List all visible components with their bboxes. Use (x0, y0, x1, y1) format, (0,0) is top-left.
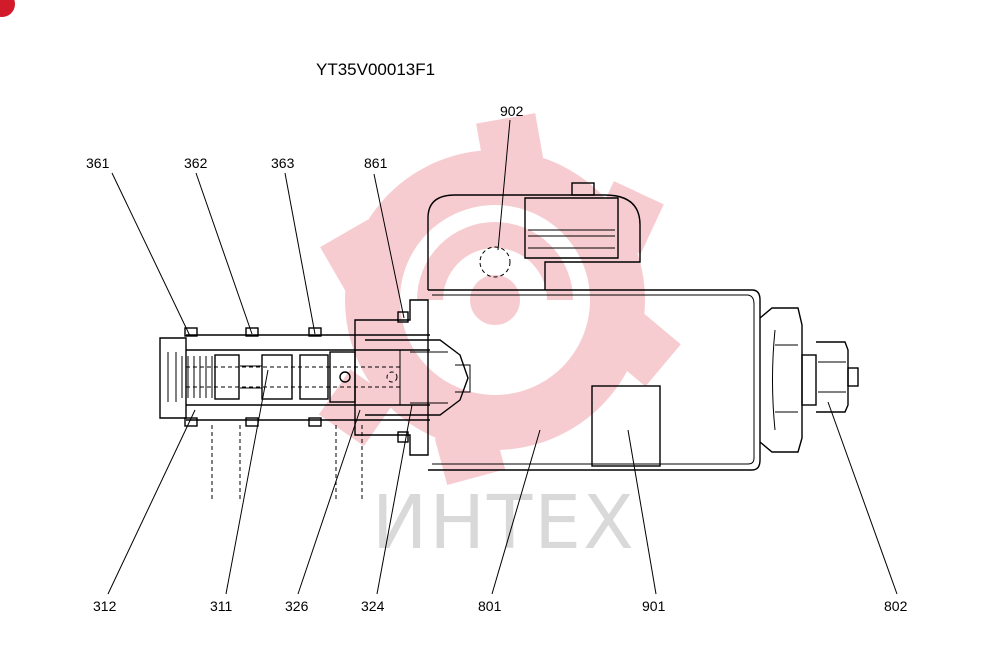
callout-324: 324 (361, 598, 385, 614)
watermark-text: ИНТЕХ (372, 480, 636, 566)
callout-901: 901 (642, 598, 666, 614)
callout-362: 362 (184, 155, 208, 171)
callout-labels: 361 362 363 861 902 312 311 326 324 801 … (86, 103, 908, 614)
leader-lines (107, 119, 898, 595)
solenoid-housing (428, 289, 761, 471)
callout-801: 801 (478, 598, 502, 614)
cartridge-body (159, 327, 430, 500)
callout-326: 326 (285, 598, 309, 614)
callout-861: 861 (364, 155, 388, 171)
callout-312: 312 (93, 598, 117, 614)
callout-902: 902 (500, 103, 524, 119)
flange (354, 299, 471, 456)
callout-363: 363 (271, 155, 295, 171)
connector (427, 182, 641, 290)
callout-361: 361 (86, 155, 110, 171)
diagram-title: YT35V00013F1 (316, 60, 435, 79)
corner-logo-icon (0, 0, 15, 17)
watermark-gear-icon (318, 113, 681, 485)
callout-311: 311 (210, 598, 233, 614)
valve-drawing (159, 182, 859, 500)
callout-802: 802 (884, 598, 908, 614)
end-nut (759, 307, 859, 453)
